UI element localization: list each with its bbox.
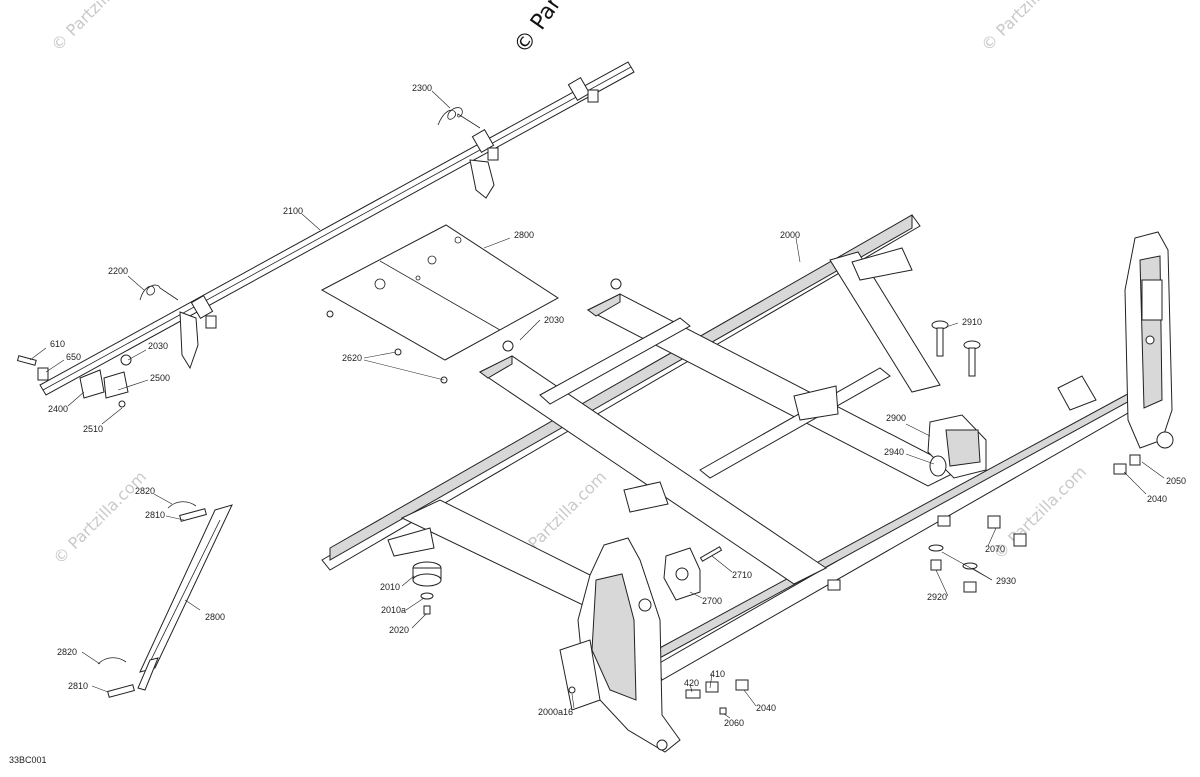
- callout-2620: 2620: [342, 353, 362, 363]
- nut-2030b: [502, 340, 514, 352]
- callout-2040-right: 2040: [1147, 494, 1167, 504]
- callout-labels: 2300 2100 2800 2000 2200 2030 2910 610 6…: [48, 83, 1186, 728]
- callout-2500: 2500: [150, 373, 170, 383]
- watermark-text: © Partzilla.com: [47, 0, 148, 55]
- callout-2510: 2510: [83, 424, 103, 434]
- callout-2010a: 2010a: [381, 605, 406, 615]
- callout-410: 410: [710, 669, 725, 679]
- callout-2910: 2910: [962, 317, 982, 327]
- callout-650: 650: [66, 352, 81, 362]
- small-parts-front: [568, 679, 749, 715]
- callout-2060: 2060: [724, 718, 744, 728]
- main-frame-2000: [321, 214, 1143, 681]
- mount-2900: [927, 414, 987, 479]
- callout-2000: 2000: [780, 230, 800, 240]
- callout-2940: 2940: [884, 447, 904, 457]
- callout-2900: 2900: [886, 413, 906, 423]
- callout-420: 420: [684, 678, 699, 688]
- callout-2820-lower: 2820: [57, 647, 77, 657]
- callout-610: 610: [50, 339, 65, 349]
- lever-lower: [179, 311, 199, 370]
- callout-2810-upper: 2810: [145, 510, 165, 520]
- callout-2800-plate: 2800: [514, 230, 534, 240]
- callout-2040-front: 2040: [756, 703, 776, 713]
- callout-2920: 2920: [927, 592, 947, 602]
- callout-2930: 2930: [996, 576, 1016, 586]
- small-parts-right: [928, 454, 1141, 593]
- lever-upper: [469, 159, 495, 199]
- callout-2820-upper: 2820: [135, 486, 155, 496]
- callout-2100: 2100: [283, 206, 303, 216]
- shaft-2100: [39, 61, 635, 396]
- spring-2300: [437, 107, 481, 129]
- bracket-front-left: [559, 537, 681, 753]
- bracket-right: [1124, 231, 1174, 449]
- callout-2800-strut: 2800: [205, 612, 225, 622]
- watermark-text: © Partzilla.com: [49, 467, 150, 568]
- leader-lines: [29, 90, 1165, 719]
- callout-2030-shaft: 2030: [148, 341, 168, 351]
- bolts-2910: [931, 320, 981, 377]
- callout-2200: 2200: [108, 266, 128, 276]
- nut-2030a: [610, 278, 622, 290]
- callout-2030-frame: 2030: [544, 315, 564, 325]
- copyright-watermark: © Partzilla.com: [509, 0, 627, 58]
- callout-2050: 2050: [1166, 476, 1186, 486]
- gas-strut-2800: [97, 501, 233, 698]
- callout-2020: 2020: [389, 625, 409, 635]
- shaft-end-parts: [16, 354, 132, 408]
- diagram-code: 33BC001: [9, 755, 47, 765]
- plate-2800: [320, 224, 559, 384]
- callout-2700: 2700: [702, 596, 722, 606]
- callout-2000a16: 2000a16: [538, 707, 573, 717]
- callout-2810-lower: 2810: [68, 681, 88, 691]
- callout-2010: 2010: [380, 582, 400, 592]
- spring-2200: [139, 284, 179, 301]
- callout-2400: 2400: [48, 404, 68, 414]
- watermark-text: © Partzilla.com: [977, 0, 1078, 55]
- callout-2070: 2070: [985, 544, 1005, 554]
- callout-2710: 2710: [732, 570, 752, 580]
- callout-2300: 2300: [412, 83, 432, 93]
- puck-2010: [412, 561, 442, 615]
- mount-2700: [663, 546, 723, 601]
